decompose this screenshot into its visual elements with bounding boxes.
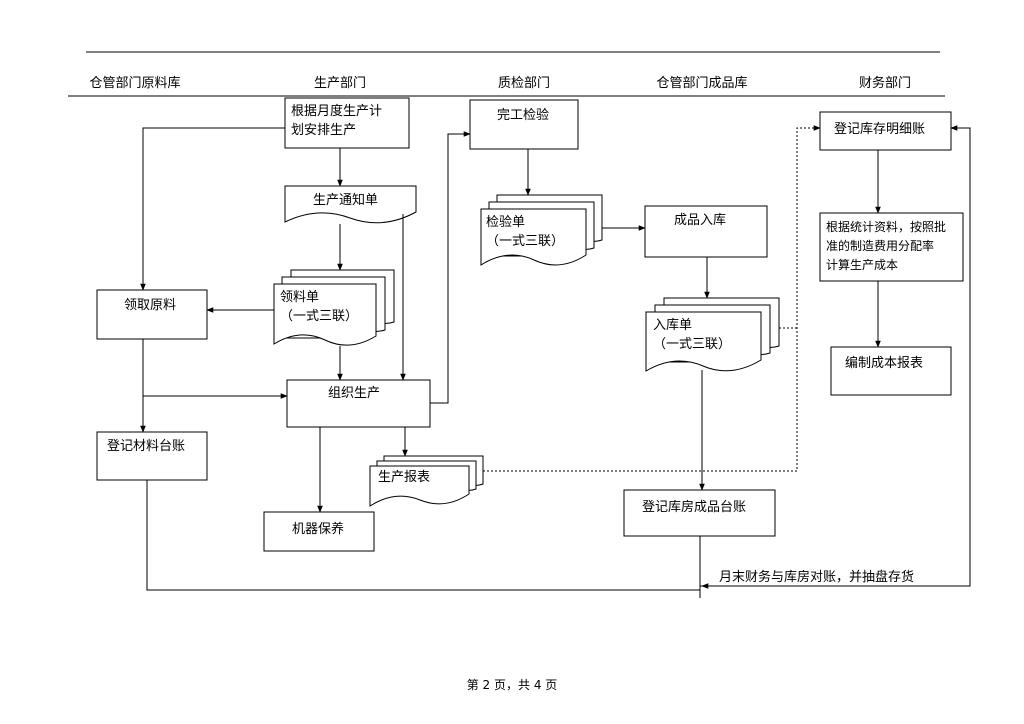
arrow-organize-to-inspection (430, 131, 471, 404)
receive-material-box (96, 289, 208, 340)
requisition-label: 领料单 （一式三联） (280, 290, 359, 324)
inspection-label: 完工检验 (497, 108, 550, 123)
warehousing-box (644, 205, 768, 258)
page-footer: 第 2 页，共 4 页 (466, 678, 558, 692)
cost-report-label: 编制成本报表 (845, 356, 924, 371)
notice-label: 生产通知单 (313, 193, 379, 208)
month-end-note: 月末财务与库房对账，并抽盘存货 (717, 566, 917, 585)
report-doc-front (369, 465, 470, 507)
plan-label: 根据月度生产计 划安排生产 (291, 104, 383, 138)
material-ledger-label: 登记材料台账 (107, 439, 186, 454)
organize-label: 组织生产 (328, 386, 381, 401)
inventory-detail-box (819, 111, 952, 151)
organize-box (286, 379, 431, 428)
arrow-plan-to-receive (140, 127, 285, 291)
inspect-doc-front (480, 208, 587, 266)
inventory-detail-label: 登记库存明细账 (834, 122, 926, 137)
cost-alloc-box (819, 212, 964, 282)
requisition-doc-front (273, 283, 377, 346)
column-header-production: 生产部门 (313, 76, 367, 91)
maintenance-label: 机器保养 (292, 522, 345, 537)
column-header-quality: 质检部门 (497, 76, 551, 91)
dotted-link-to-inventory (483, 125, 821, 472)
column-header-raw-material: 仓管部门原料库 (89, 76, 181, 91)
stock-in-doc-front (645, 311, 762, 372)
prod-report-label: 生产报表 (378, 470, 431, 485)
plan-box (284, 97, 410, 149)
stock-in-form-label: 入库单 （一式三联） (653, 318, 732, 352)
cost-report-box (830, 346, 952, 396)
notice-doc-shape (284, 185, 417, 224)
warehouse-ledger-label: 登记库房成品台账 (642, 500, 747, 515)
receive-material-label: 领取原料 (124, 298, 177, 313)
material-ledger-box (96, 431, 208, 481)
inspection-box (469, 99, 579, 150)
arrow-month-end-to-inventory (700, 125, 971, 587)
column-header-finished-goods: 仓管部门成品库 (656, 76, 748, 91)
inspect-form-label: 检验单 （一式三联） (486, 215, 565, 249)
maintenance-box (263, 511, 375, 552)
line-ledger-to-month-end (146, 480, 700, 591)
warehousing-label: 成品入库 (674, 213, 727, 228)
column-header-finance: 财务部门 (858, 76, 912, 91)
cost-alloc-label: 根据统计资料，按照批 准的制造费用分配率 计算生产成本 (826, 220, 947, 272)
